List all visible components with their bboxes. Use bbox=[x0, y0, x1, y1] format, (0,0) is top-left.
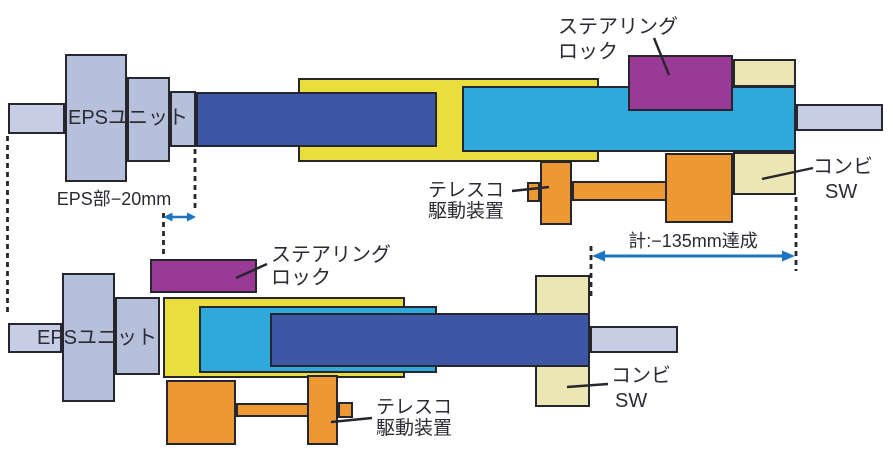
bottom-steering-lock-label-line2: ロック bbox=[271, 267, 331, 289]
top-combi-sw-label-line1: コンビ bbox=[813, 156, 873, 178]
top-telesco-bracket-left bbox=[540, 161, 572, 225]
bottom-telesco-label-line2: 駆動装置 bbox=[376, 418, 453, 439]
top-combi-switch-upper bbox=[733, 59, 796, 87]
bottom-combi-sw-label-line2: SW bbox=[615, 390, 648, 412]
top-inner-shaft-blue bbox=[196, 92, 437, 147]
bottom-telesco-rod bbox=[236, 403, 311, 417]
top-steering-lock-block bbox=[628, 55, 733, 111]
total-reduction-label: 計:−135mm達成 bbox=[628, 231, 758, 251]
top-telesco-label-line2: 駆動装置 bbox=[428, 201, 505, 222]
top-combi-sw-label: コンビ SW bbox=[813, 155, 873, 205]
bottom-telesco-bracket-right bbox=[307, 375, 338, 445]
top-column-shaft-right bbox=[796, 104, 883, 131]
bottom-column-shaft-right bbox=[590, 326, 678, 353]
bottom-eps-housing-large bbox=[62, 273, 115, 402]
eps-reduction-arrow bbox=[163, 212, 196, 222]
top-combi-sw-label-line2: SW bbox=[825, 181, 858, 203]
top-eps-housing-small bbox=[170, 91, 196, 147]
bottom-telesco-tab bbox=[338, 402, 353, 418]
top-telesco-tab bbox=[527, 182, 540, 202]
top-column-shaft-left bbox=[8, 103, 65, 134]
bottom-steering-lock-block bbox=[150, 259, 257, 293]
top-steering-lock-label-line2: ロック bbox=[558, 41, 618, 63]
bottom-telesco-label-line1: テレスコ bbox=[376, 397, 453, 418]
bottom-eps-unit-label: EPSユニット bbox=[36, 327, 158, 349]
bottom-inner-shaft-blue bbox=[270, 313, 590, 367]
top-telesco-label: テレスコ 駆動装置 bbox=[428, 180, 504, 222]
top-steering-lock-label-line1: ステアリング bbox=[558, 16, 678, 38]
bottom-column-shaft-left bbox=[8, 323, 62, 353]
top-combi-switch-lower bbox=[733, 152, 796, 195]
top-eps-unit-label: EPSユニット bbox=[67, 107, 189, 129]
eps-reduction-label: EPS部−20mm bbox=[56, 189, 172, 209]
bottom-steering-lock-label-line1: ステアリング bbox=[271, 244, 391, 266]
bottom-eps-housing-mid bbox=[115, 297, 160, 375]
bottom-combi-sw-label: コンビ SW bbox=[611, 364, 671, 414]
bottom-combi-sw-label-line1: コンビ bbox=[611, 365, 671, 387]
top-eps-housing-large bbox=[65, 54, 127, 182]
bottom-telesco-label: テレスコ 駆動装置 bbox=[376, 397, 452, 439]
top-telesco-bracket-right bbox=[665, 153, 733, 223]
eps-reduction-arrowhead-right bbox=[187, 212, 196, 222]
eps-reduction-arrowhead-left bbox=[163, 212, 173, 222]
bottom-steering-lock-label: ステアリング ロック bbox=[271, 244, 391, 290]
top-telesco-rod bbox=[572, 181, 667, 201]
top-steering-lock-label: ステアリング ロック bbox=[558, 15, 678, 65]
top-telesco-label-line1: テレスコ bbox=[428, 180, 505, 201]
top-eps-housing-mid bbox=[127, 77, 170, 162]
bottom-telesco-bracket-left bbox=[166, 380, 236, 445]
